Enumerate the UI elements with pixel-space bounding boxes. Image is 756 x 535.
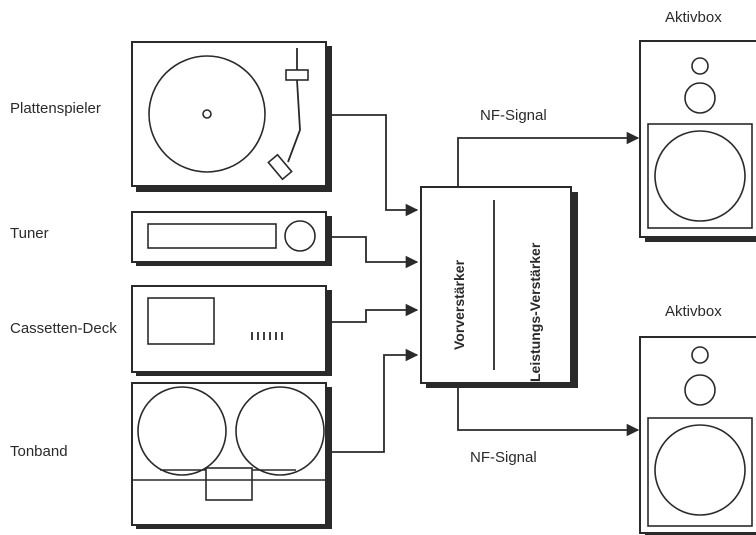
tape-recorder xyxy=(132,383,332,529)
label-tape: Tonband xyxy=(10,443,68,460)
label-cassette: Cassetten-Deck xyxy=(10,320,117,337)
input-connections xyxy=(332,115,417,452)
tuner xyxy=(132,212,332,266)
label-signal-top: NF-Signal xyxy=(480,107,547,124)
cassette-deck xyxy=(132,286,332,376)
speaker-top xyxy=(640,41,756,242)
label-signal-bottom: NF-Signal xyxy=(470,449,537,466)
speaker-bottom xyxy=(640,337,756,535)
turntable xyxy=(132,42,332,192)
label-power-amp: Leistungs-Verstärker xyxy=(527,242,543,382)
label-speaker-bottom: Aktivbox xyxy=(665,303,722,320)
label-turntable: Plattenspieler xyxy=(10,100,101,117)
label-tuner: Tuner xyxy=(10,225,49,242)
label-preamp: Vorverstärker xyxy=(451,259,467,350)
amplifier: Vorverstärker Leistungs-Verstärker xyxy=(421,187,578,388)
label-speaker-top: Aktivbox xyxy=(665,9,722,26)
